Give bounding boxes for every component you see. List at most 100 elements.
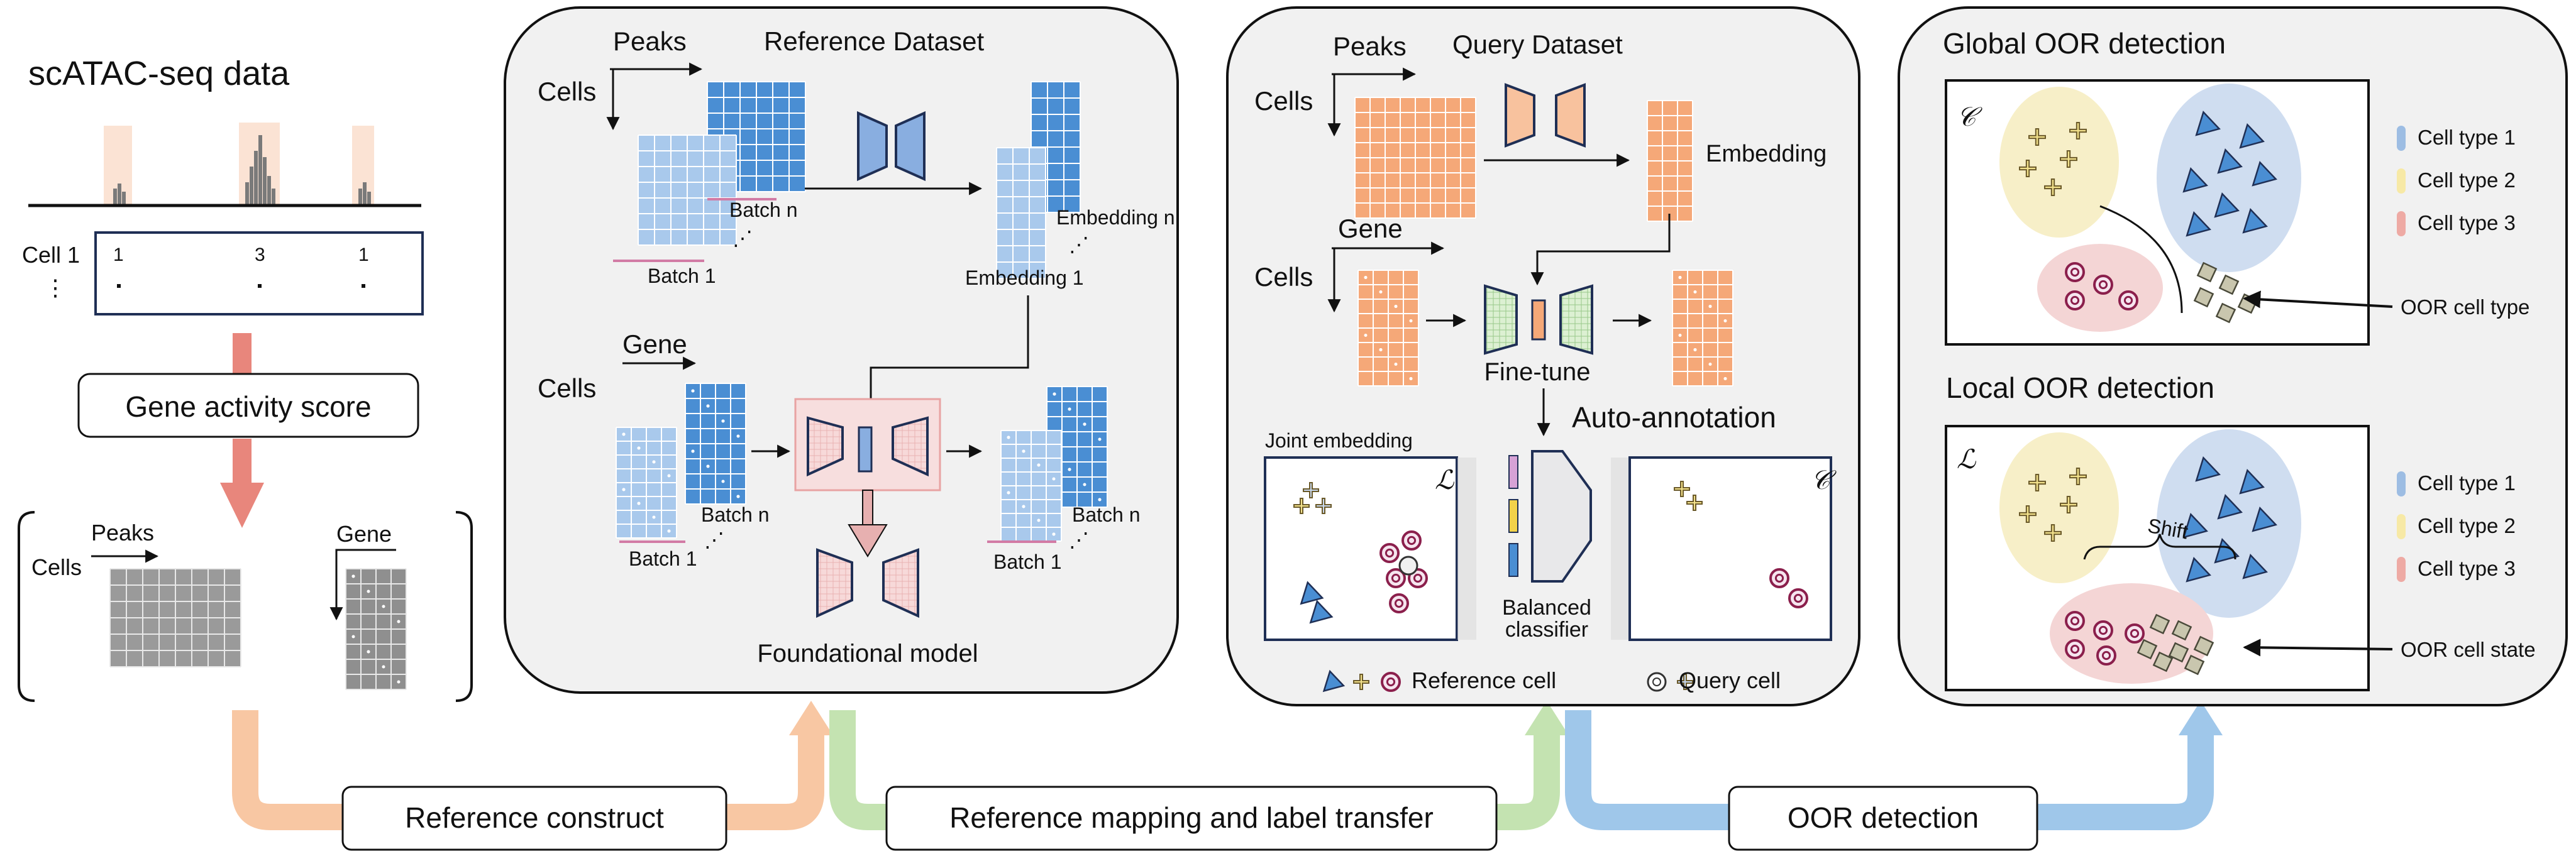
ring-mark: [2093, 275, 2113, 295]
cross-mark: [2069, 468, 2087, 485]
gene-label: Gene: [336, 521, 392, 547]
cross-mark: [1303, 482, 1319, 498]
decision-boundary: [2099, 205, 2183, 314]
ring-mark: [1389, 593, 1409, 613]
matrix-grid: [685, 383, 746, 505]
matrix-grid: [1672, 270, 1733, 387]
triangle-mark: [2182, 512, 2208, 539]
peaks-label: Peaks: [91, 520, 154, 546]
encoder-icon: [857, 111, 926, 182]
reference-panel: Reference Dataset Peaks Cells Batch n ⋰ …: [504, 6, 1179, 694]
query-peak-matrix: [1354, 97, 1476, 219]
cross-mark: [2060, 150, 2077, 168]
query-cell-label: Query cell: [1679, 667, 1781, 693]
triangle-mark: [2186, 211, 2211, 237]
ref-dots: ⋰: [732, 227, 753, 250]
left-bracket: [18, 511, 35, 702]
oor-panel: Global OOR detection 𝒞 Local OOR detecti…: [1898, 6, 2568, 706]
count-matrix: [94, 231, 424, 315]
matrix-grid: [109, 568, 241, 667]
triangle-mark: [2252, 160, 2277, 187]
oor-cell-mark: [2152, 651, 2174, 672]
cross-mark: [2019, 160, 2037, 177]
query-embedding-matrix: [1647, 100, 1693, 222]
oor-cell-mark: [2196, 261, 2218, 283]
L-symbol: ℒ: [1435, 466, 1454, 495]
cross-mark: [2028, 128, 2046, 146]
balanced-label-2: classifier: [1505, 618, 1588, 642]
cross-mark: [2044, 178, 2062, 196]
foundational-label: Foundational model: [757, 640, 978, 667]
reference-mapping-box: [885, 786, 1498, 851]
ref-dots: ⋰: [704, 529, 724, 551]
ring-mark: [1381, 672, 1401, 692]
query-encoder-icon: [1505, 83, 1586, 148]
oor-detection-label: OOR detection: [1788, 801, 1979, 834]
cross-mark: [2060, 496, 2077, 513]
ref-embedding-1: Embedding 1: [965, 266, 1084, 289]
ring-mark: [2118, 290, 2138, 310]
matrix-grid: [1354, 97, 1476, 219]
legend-swatch: [2397, 126, 2406, 151]
ref-batch-nb: Batch n: [701, 503, 770, 526]
legend-label: Cell type 3: [2418, 557, 2516, 580]
count-value: 1: [113, 244, 124, 265]
cross-mark: [2019, 505, 2037, 523]
peak-matrix: [109, 568, 241, 667]
shift-brace: [2083, 534, 2236, 560]
matrix-grid: [996, 147, 1046, 279]
ring-mark: [2065, 639, 2085, 659]
foundational-model-icon: [816, 548, 853, 618]
ring-mark: [1379, 543, 1400, 563]
triangle-mark: [2217, 148, 2243, 174]
finetune-label: Fine-tune: [1484, 358, 1591, 386]
ref-batch-1b: Batch 1: [629, 547, 697, 570]
matrix-grid: [345, 568, 407, 690]
ref-gene-label: Gene: [622, 329, 687, 359]
reference-mapping-label: Reference mapping and label transfer: [949, 801, 1434, 834]
triangle-mark: [1309, 600, 1334, 624]
legend-label: Cell type 2: [2418, 514, 2516, 537]
oor-cell-mark: [2171, 620, 2192, 641]
embedding-feed-arrow: [864, 295, 1029, 414]
legend-swatch: [2397, 514, 2406, 539]
matrix-grid: [1000, 430, 1062, 542]
matrix-grid: [1647, 100, 1693, 222]
cross-mark: [1315, 498, 1332, 514]
right-bracket: [455, 511, 473, 702]
cross-mark: [1686, 495, 1703, 511]
cross-mark: [1677, 674, 1693, 690]
query-output-matrix: [1672, 270, 1733, 387]
oor-cell-mark: [2218, 274, 2240, 295]
oor-cell-mark: [2137, 639, 2158, 660]
reference-construct-label: Reference construct: [405, 801, 664, 834]
query-legend: [1322, 669, 1693, 693]
triangle-mark: [2242, 553, 2268, 579]
ref-cells-label: Cells: [538, 77, 596, 106]
ref-cells-label-2: Cells: [538, 373, 596, 403]
ref-batch-n: Batch n: [729, 199, 798, 221]
ring-mark: [1788, 588, 1808, 608]
cell-1-label: Cell 1: [22, 242, 80, 268]
balanced-classifier-icon: [1531, 450, 1592, 583]
ring-mark: [2065, 262, 2085, 282]
oor-detection-box: [1728, 786, 2038, 851]
count-value: 1: [358, 244, 369, 265]
legend-swatch: [2397, 168, 2406, 194]
legend-label: Cell type 3: [2418, 211, 2516, 234]
oor-cell-mark: [2193, 635, 2214, 657]
ref-embedding-matrices: [996, 81, 1081, 279]
ref-peaks-label: Peaks: [613, 26, 687, 56]
triangle-mark: [2195, 110, 2221, 136]
cross-mark: [2069, 122, 2087, 140]
oor-cell-mark: [2149, 613, 2170, 635]
global-title: Global OOR detection: [1943, 27, 2226, 60]
ring-mark: [2093, 620, 2113, 640]
ring-mark: [2125, 623, 2145, 644]
cells-label: Cells: [31, 554, 82, 580]
triangle-mark: [2252, 506, 2277, 532]
ref-embedding-n: Embedding n: [1056, 206, 1175, 229]
ref-output-matrices: [1000, 386, 1108, 542]
triangle-mark: [1300, 581, 1324, 605]
query-cells-label-2: Cells: [1254, 262, 1313, 292]
